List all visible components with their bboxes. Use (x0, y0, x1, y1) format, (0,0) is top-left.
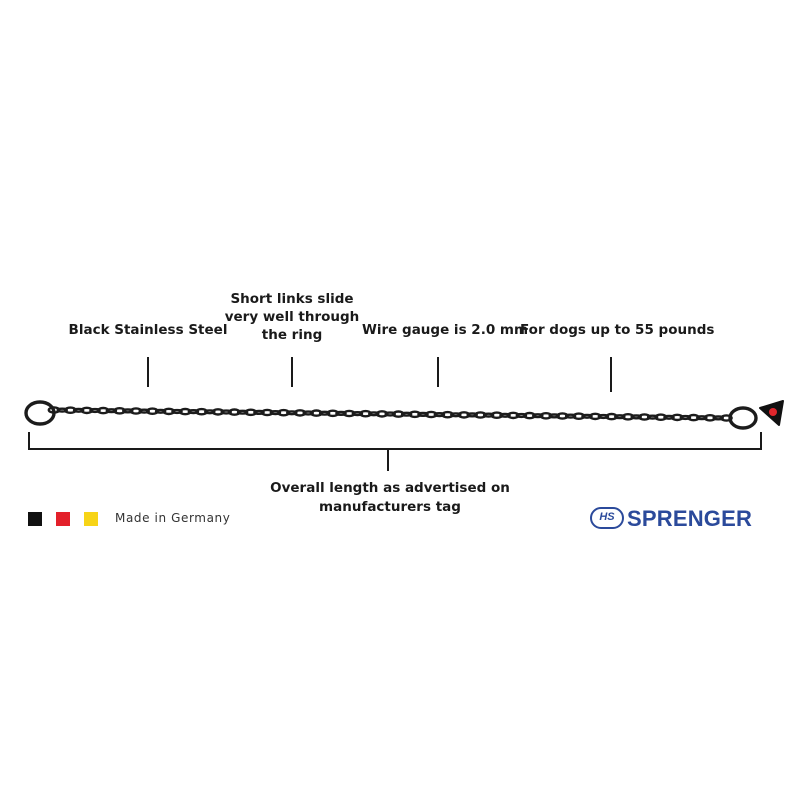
overall-length-tick (387, 449, 389, 471)
right-ring (728, 406, 758, 430)
brand-tag-logo (769, 408, 777, 416)
overall-length-bracket (28, 432, 762, 450)
chain-link (532, 413, 544, 419)
chain-link (384, 411, 397, 417)
chain-link (696, 415, 708, 421)
chain-link (449, 412, 462, 418)
chain-link (105, 408, 118, 414)
chain-link (646, 414, 659, 420)
chain-link (663, 414, 675, 420)
chain-link (203, 409, 216, 415)
chain-link (499, 412, 511, 418)
callout-tick-gauge (437, 357, 439, 387)
chain-link (138, 408, 150, 414)
chain-link (515, 412, 528, 419)
chain-link (335, 410, 347, 416)
chain-link (433, 412, 446, 418)
chain-link (253, 409, 265, 415)
chain-link (548, 413, 561, 419)
chain-collar-image (24, 400, 784, 430)
chain-link (89, 407, 101, 414)
chain-link (236, 409, 249, 415)
flag-square-red (56, 512, 70, 526)
chain-link (171, 408, 183, 415)
chain-link (187, 409, 200, 415)
made-in-label: Made in Germany (115, 511, 231, 525)
chain-link (285, 410, 298, 416)
chain-link (630, 414, 643, 420)
chain-link (367, 411, 380, 417)
chain-link (679, 414, 692, 421)
callout-tick-steel (147, 357, 149, 387)
overall-length-label: Overall length as advertised on manufact… (270, 480, 510, 515)
chain-link (269, 410, 282, 416)
chain-link (614, 414, 626, 420)
chain-link (220, 409, 232, 415)
brand-name: SPRENGER (627, 506, 753, 531)
chain-link (581, 413, 593, 419)
chain-link (351, 411, 364, 417)
chain-link (597, 413, 610, 420)
chain-link (72, 407, 85, 413)
flag-square-black (28, 512, 42, 526)
chain-link (302, 410, 315, 416)
callout-wire-gauge: Wire gauge is 2.0 mm (362, 322, 529, 338)
chain-link (482, 412, 495, 418)
callout-tick-dogs (610, 357, 612, 392)
chain-link (417, 411, 429, 417)
callout-black-stainless-steel: Black Stainless Steel (68, 322, 228, 338)
flag-square-yellow (84, 512, 98, 526)
chain-link (122, 408, 134, 414)
chain-link (154, 408, 167, 414)
brand-badge: HS (590, 507, 624, 529)
callout-tick-links (291, 357, 293, 387)
chain-link (564, 413, 577, 419)
chain-link (712, 415, 725, 421)
left-ring (24, 400, 56, 426)
callout-short-links: Short links slide very well through the … (224, 291, 360, 343)
chain-link (400, 411, 413, 417)
chain-link (318, 410, 331, 416)
callout-dog-weight: For dogs up to 55 pounds (520, 322, 715, 338)
chain-link (56, 407, 69, 413)
chain-links (47, 406, 733, 422)
chain-link (466, 412, 479, 418)
sprenger-logo: HS SPRENGER (590, 504, 776, 534)
